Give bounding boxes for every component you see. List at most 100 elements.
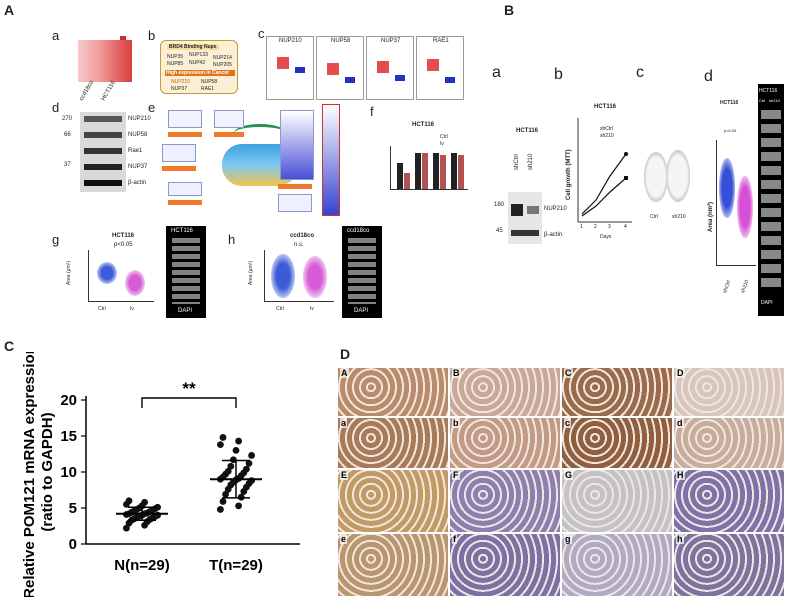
dot-cloud: [271, 254, 295, 298]
group-label: [168, 132, 202, 137]
ba-band-label: β-actin: [544, 232, 563, 238]
high-nup: NUP37: [171, 86, 188, 92]
h-ylabel: Area (μm²): [248, 261, 254, 285]
ihc-tile-label: D: [676, 368, 685, 378]
ihc-tile-label: f: [452, 534, 457, 544]
sublabel-d: d: [52, 100, 60, 115]
f-legend: Iv: [440, 141, 444, 147]
nup-item: NUP42: [189, 60, 206, 66]
nup-item: NUP205: [213, 62, 232, 68]
nup-item: NUP85: [167, 61, 184, 67]
bd-xcat: shCtrl: [722, 279, 733, 295]
f-legend: Ctrl: [440, 134, 448, 140]
mini-heatmap: [278, 194, 312, 212]
sublabel-g: g: [52, 232, 60, 247]
heatmap-marker: [120, 36, 126, 40]
g-xcat: Iv: [130, 306, 134, 312]
normal-box: [345, 77, 355, 83]
ihc-tile: h: [674, 534, 784, 596]
ba-marker: 45: [496, 228, 503, 234]
dot-cloud: [719, 158, 735, 218]
ihc-tile: H: [674, 470, 784, 532]
scatter-g: [88, 250, 154, 302]
ihc-tile: B: [450, 368, 560, 416]
f-title: HCT116: [412, 122, 435, 128]
bc-label: Ctrl: [650, 214, 658, 220]
ihc-tile: e: [338, 534, 448, 596]
bc-label: sh210: [672, 214, 686, 220]
group-label: [162, 166, 196, 171]
bar: [404, 173, 410, 189]
sublabel-f: f: [370, 104, 374, 119]
bb-xtick: 3: [608, 224, 611, 230]
ihc-tile: G: [562, 470, 672, 532]
bar: [458, 155, 464, 189]
bd-xcat: sh210: [740, 279, 751, 295]
img-title: ccd18co: [347, 228, 370, 234]
data-point: [243, 465, 250, 473]
nup-list-box: BRD4 Binding Nups NUP35 NUP133 NUP214 NU…: [160, 40, 238, 94]
bar: [422, 153, 428, 189]
ihc-tile: g: [562, 534, 672, 596]
dapi-label: DAPI: [178, 308, 193, 314]
point: [624, 176, 628, 180]
ba-marker: 180: [494, 202, 505, 208]
boxplot-group-c: NUP210 NUP58 NUP37 RAE1: [266, 36, 466, 100]
blot-band: [511, 230, 539, 236]
bd-pvalue: p<0.05: [724, 128, 737, 133]
band-label: Rae1: [128, 148, 143, 154]
ihc-tile-label: e: [340, 534, 348, 544]
heatmap-a: [78, 40, 132, 82]
blot-band: [84, 180, 122, 186]
chart-points: [116, 434, 262, 532]
sublabel-b-b: b: [554, 66, 563, 83]
colony-dish: [666, 150, 690, 202]
ba-band-label: NUP210: [544, 206, 567, 212]
data-point: [245, 459, 253, 467]
bar: [451, 153, 457, 189]
high-nup: NUP210: [171, 79, 190, 85]
sublabel-b: b: [148, 28, 156, 43]
bb-legend: shCtrl: [600, 126, 614, 132]
y-tick-label: 0: [69, 536, 77, 553]
sublabel-c: c: [258, 26, 265, 41]
panel-label-c: C: [4, 338, 15, 354]
ihc-tile-label: h: [676, 534, 684, 544]
dapi-image-h: ccd18co DAPI: [342, 226, 382, 318]
ihc-tile: D: [674, 368, 784, 416]
y-tick-label: 5: [69, 500, 77, 517]
mini-heatmap: [280, 110, 314, 180]
ihc-tile-label: B: [452, 368, 461, 378]
boxplot-panel: NUP210: [266, 36, 314, 100]
group-label: [278, 184, 312, 189]
data-point: [219, 498, 227, 505]
ihc-tile-label: a: [340, 418, 348, 428]
ihc-tile: a: [338, 418, 448, 468]
mini-heatmap: [162, 144, 196, 162]
h-xcat: Iv: [310, 306, 314, 312]
blot-band: [84, 132, 122, 138]
tumor-box: [427, 59, 439, 71]
panel-label-d: D: [340, 346, 351, 362]
sublabel-e: e: [148, 100, 156, 115]
ihc-tile-label: g: [564, 534, 572, 544]
bb-xtick: 1: [580, 224, 583, 230]
boxplot-title: RAE1: [433, 38, 449, 44]
bb-legend: sh210: [600, 133, 614, 139]
scatter-bd: [716, 140, 756, 266]
sublabel-b-a: a: [492, 64, 501, 81]
boxplot-title: NUP37: [381, 38, 401, 44]
sh210-line: [581, 177, 627, 217]
data-point: [235, 437, 243, 445]
sublabel-a: a: [52, 28, 60, 43]
bar: [415, 153, 421, 189]
dapi-label: DAPI: [761, 300, 773, 306]
x-category-label: T(n=29): [209, 557, 263, 574]
ihc-tile-label: b: [452, 418, 460, 428]
normal-box: [295, 67, 305, 73]
blot-col-label: HCT116: [100, 80, 117, 102]
panel-label-a: A: [4, 2, 15, 18]
data-point: [224, 467, 232, 475]
blot-band: [84, 164, 122, 170]
y-tick-label: 10: [60, 464, 77, 481]
